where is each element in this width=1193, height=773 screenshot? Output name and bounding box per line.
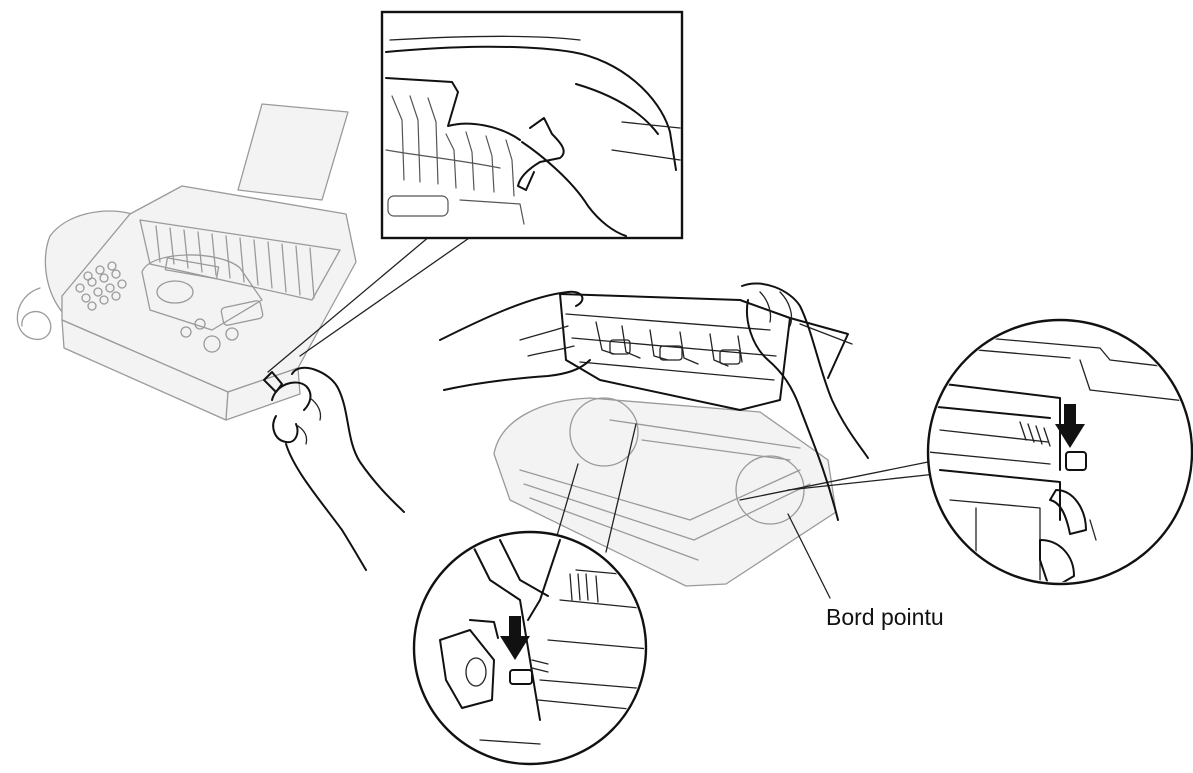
- lever-detail-callout: [380, 10, 684, 240]
- down-arrow-icon: [1055, 404, 1085, 448]
- right-gear-detail-callout: [926, 318, 1193, 586]
- hand-pulling-lever-icon: [263, 366, 405, 571]
- opened-cover-with-hands-icon: [439, 282, 937, 599]
- lever-callout-lines: [267, 235, 473, 373]
- down-arrow-icon: [500, 616, 530, 660]
- fax-machine-icon: [16, 103, 357, 421]
- left-gear-detail-callout: [412, 530, 648, 766]
- sharp-edge-label: Bord pointu: [826, 604, 944, 630]
